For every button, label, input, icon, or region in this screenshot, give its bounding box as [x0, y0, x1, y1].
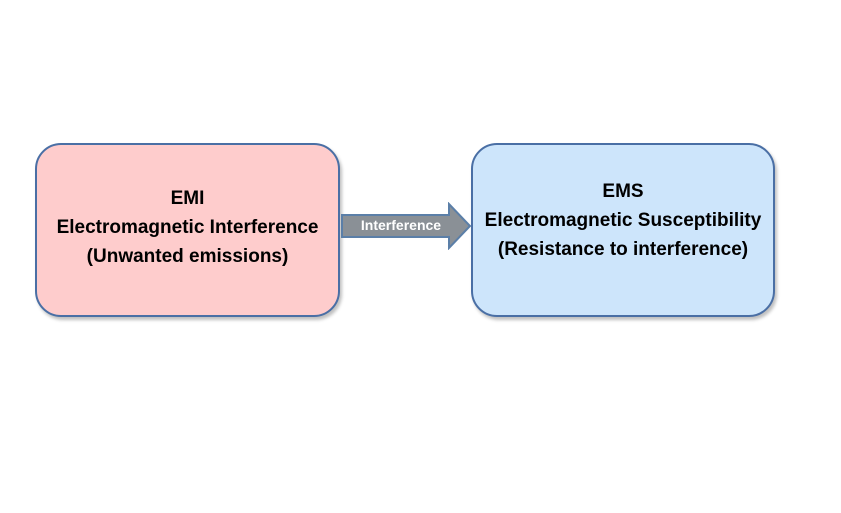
- ems-name: Electromagnetic Susceptibility: [484, 209, 762, 231]
- emi-acronym: EMI: [170, 187, 205, 209]
- arrow-label: Interference: [360, 217, 442, 233]
- emi-name: Electromagnetic Interference: [56, 216, 319, 238]
- ems-box: EMS Electromagnetic Susceptibility (Resi…: [471, 143, 775, 317]
- emi-description: (Unwanted emissions): [86, 245, 289, 267]
- right-arrow-icon: [341, 202, 472, 250]
- interference-arrow: Interference: [341, 202, 473, 250]
- ems-description: (Resistance to interference): [497, 238, 749, 260]
- ems-acronym: EMS: [602, 180, 644, 202]
- emi-box: EMI Electromagnetic Interference (Unwant…: [35, 143, 340, 317]
